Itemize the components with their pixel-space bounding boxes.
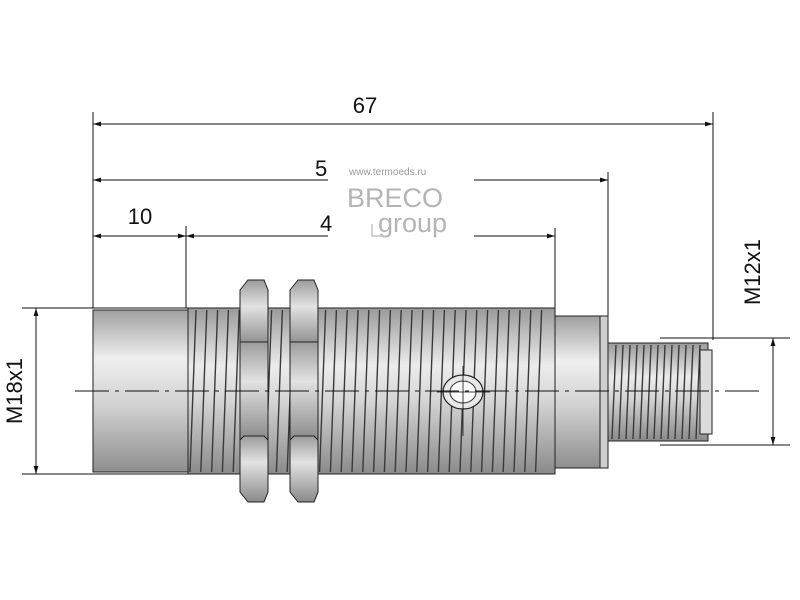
thread-line bbox=[405, 309, 413, 473]
connector-tip bbox=[699, 349, 713, 435]
sensor-body bbox=[75, 279, 760, 503]
end-collar-step bbox=[599, 315, 609, 469]
dim-m12-label: M12x1 bbox=[740, 239, 765, 305]
thread-line bbox=[660, 344, 666, 440]
led-indicator bbox=[437, 366, 490, 436]
thread-line bbox=[688, 344, 694, 440]
thread-line bbox=[653, 344, 659, 440]
thread-line bbox=[611, 344, 617, 440]
connector-threads bbox=[611, 344, 701, 440]
thread-line bbox=[674, 344, 680, 440]
watermark-brand: BRECO bbox=[347, 183, 443, 213]
watermark-background bbox=[328, 150, 474, 242]
thread-line bbox=[416, 309, 424, 473]
dim-second-label: 5 bbox=[315, 156, 327, 181]
thread-line bbox=[646, 344, 652, 440]
watermark: www.termoeds.ru BRECO group bbox=[347, 167, 447, 238]
thread-line bbox=[639, 344, 645, 440]
dim-overall-label: 67 bbox=[353, 93, 377, 118]
thread-line bbox=[625, 344, 631, 440]
thread-line bbox=[667, 344, 673, 440]
watermark-mark bbox=[371, 224, 386, 237]
dim-m18-label: M18x1 bbox=[2, 358, 27, 424]
end-collar bbox=[554, 315, 601, 469]
thread-line bbox=[695, 344, 701, 440]
watermark-url: www.termoeds.ru bbox=[348, 167, 426, 178]
dim-front-label: 10 bbox=[128, 204, 152, 229]
watermark-brand-sub: group bbox=[378, 208, 447, 238]
thread-line bbox=[681, 344, 687, 440]
thread-line bbox=[210, 309, 219, 473]
thread-line bbox=[318, 309, 327, 473]
thread-line bbox=[618, 344, 624, 440]
dim-third-label: 4 bbox=[320, 211, 332, 236]
thread-line bbox=[632, 344, 638, 440]
